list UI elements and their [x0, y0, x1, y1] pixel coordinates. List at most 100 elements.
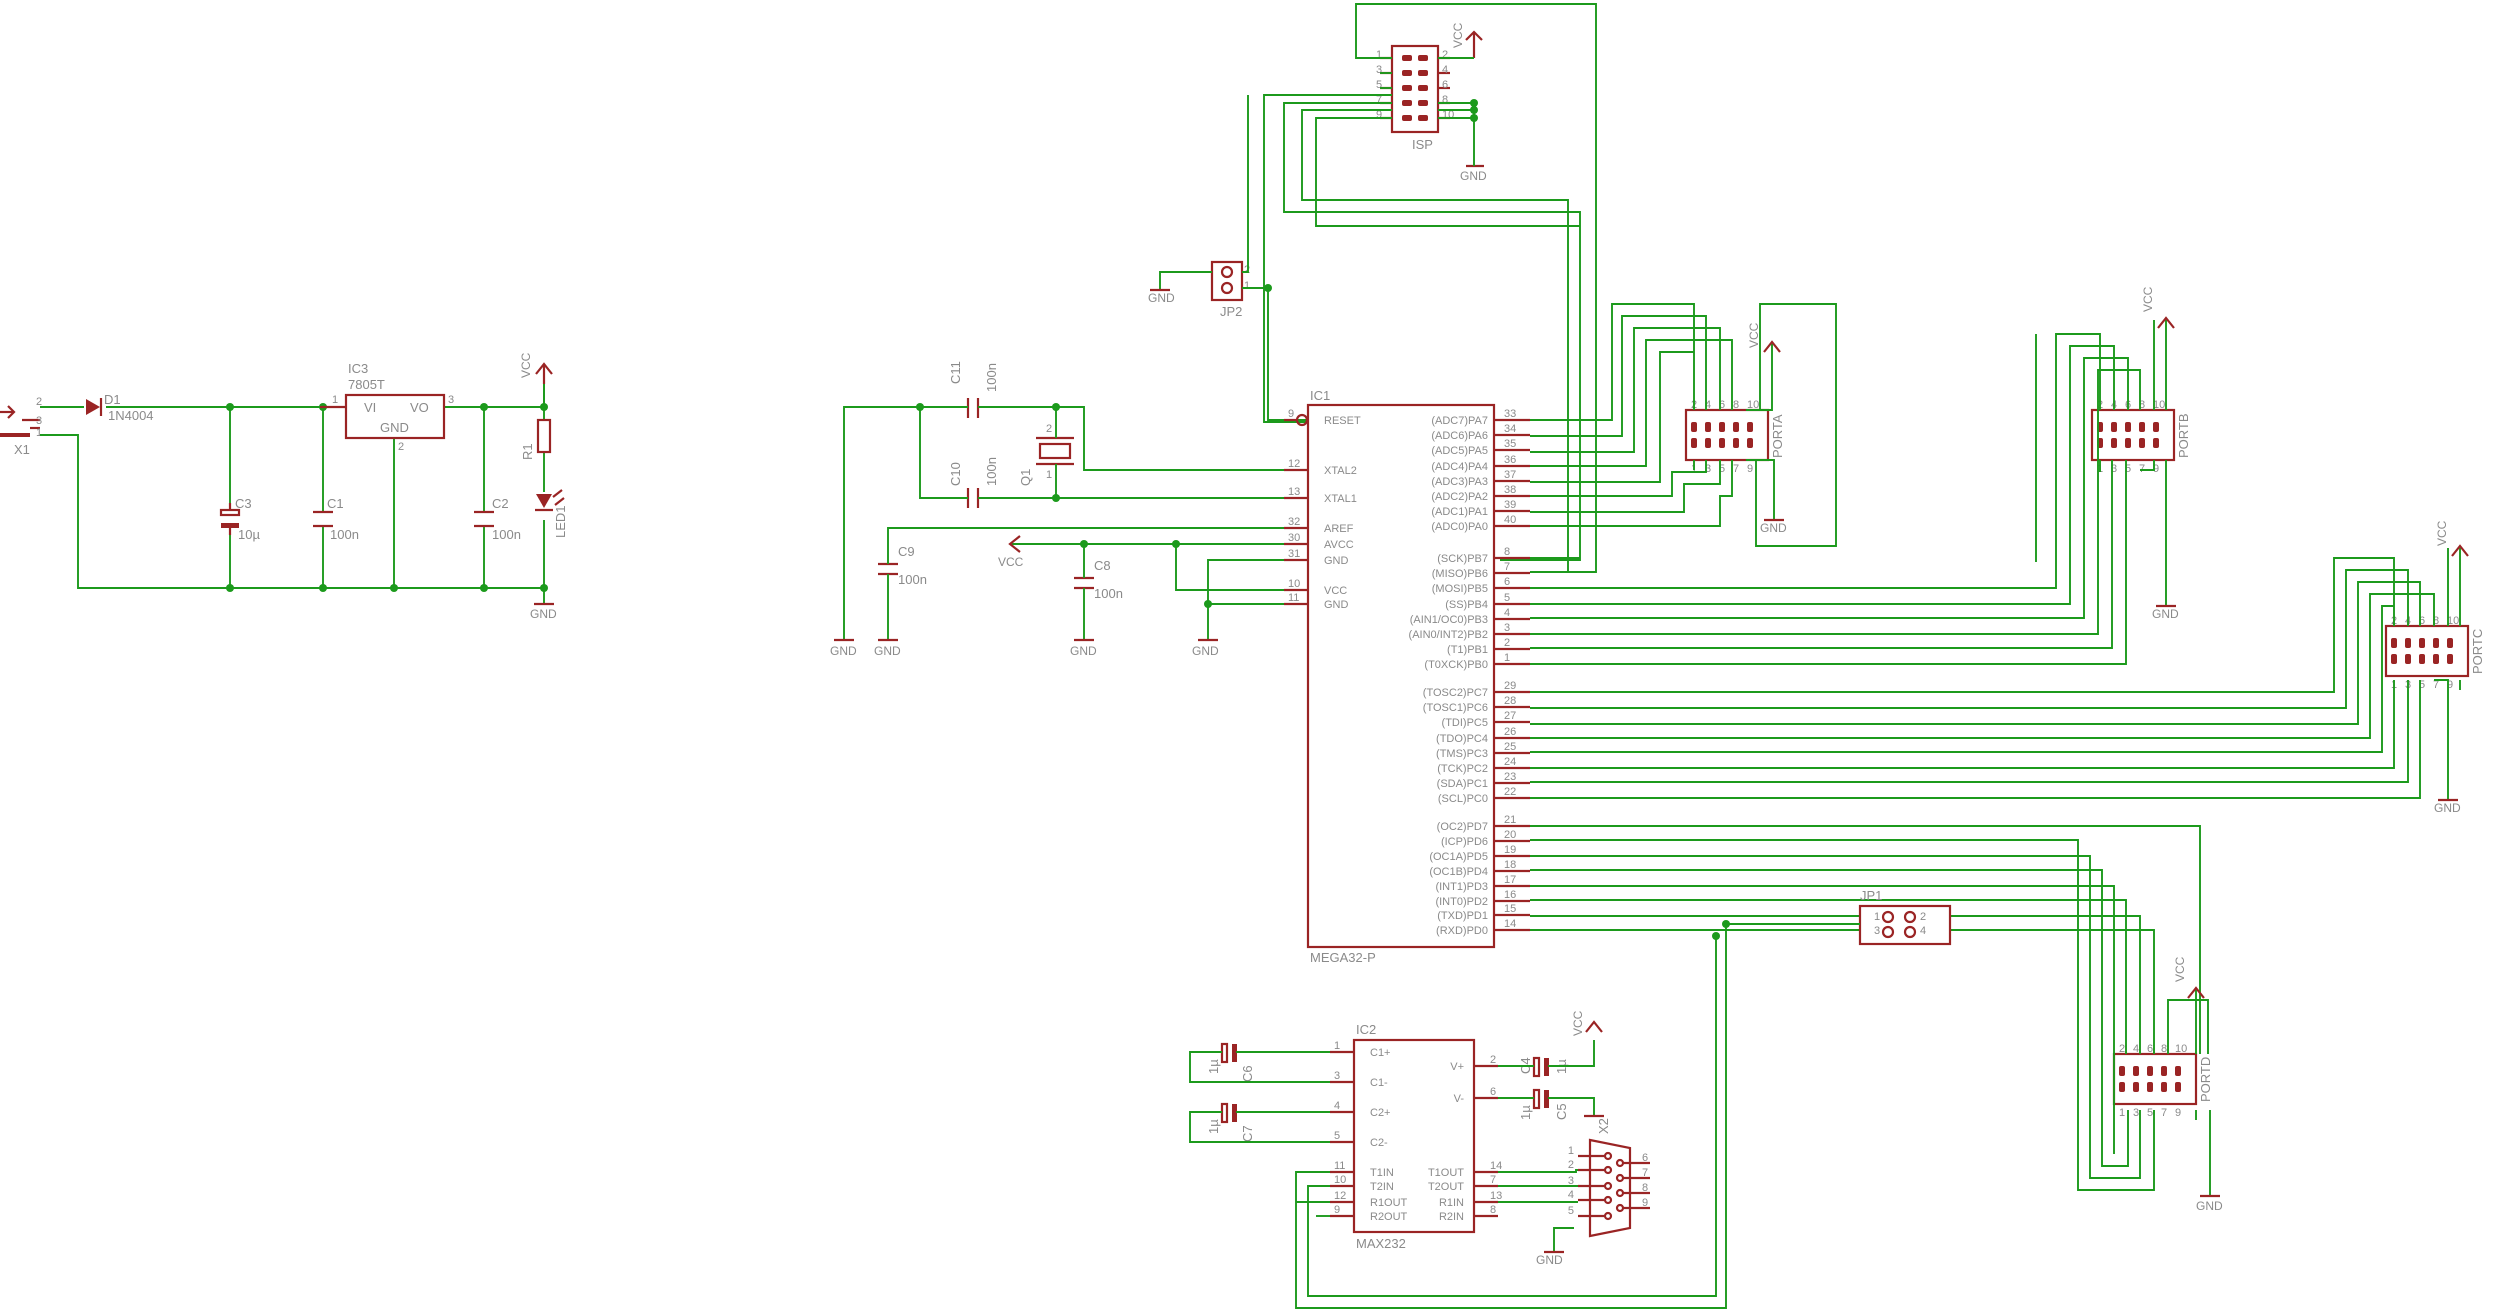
led1-label: LED1	[553, 505, 568, 538]
c6-value: 1µ	[1206, 1059, 1221, 1074]
ic2-left-pin-label: C1+	[1370, 1047, 1391, 1059]
ic1-right-pin-number: 40	[1504, 514, 1516, 526]
c2-capacitor: C2 100n	[474, 496, 521, 542]
jp1-jumper: 1 3 2 4 JP1	[1858, 888, 1952, 946]
c9-label: C9	[898, 544, 915, 559]
ic1-left-pin-label: AREF	[1324, 523, 1354, 535]
ic2-label: IC2	[1356, 1022, 1376, 1037]
ic1-left-pin-label: XTAL1	[1324, 493, 1357, 505]
header-top-pin-number: 10	[2447, 615, 2459, 627]
ic1-right-pin-label: (MISO)PB6	[1432, 568, 1488, 580]
d1-diode: D1 1N4004	[86, 392, 154, 423]
ic2-left-pin-label: C2+	[1370, 1107, 1391, 1119]
power-supply: 2 3 1 X1 D1 1N4	[0, 352, 568, 621]
header-pin-pad	[1705, 422, 1711, 432]
header-bottom-pin-number: 5	[1719, 463, 1725, 475]
ic1-value: MEGA32-P	[1310, 950, 1376, 965]
x2-pin-contact	[1615, 1158, 1625, 1168]
jp1-pin-3: 3	[1874, 925, 1880, 937]
isp-pin-3: 3	[1376, 64, 1382, 76]
portb-gnd-label: GND	[2152, 607, 2179, 621]
x2-label: X2	[1596, 1118, 1611, 1134]
c1-capacitor: C1 100n	[313, 496, 359, 542]
header-pin-pad	[1691, 422, 1697, 432]
x2-right-pin-number: 7	[1642, 1167, 1648, 1179]
header-pin-pad	[1747, 438, 1753, 448]
header-top-pin-number: 8	[2139, 399, 2145, 411]
header-pin-pad	[2175, 1082, 2181, 1092]
ic1-right-pin-label: (TMS)PC3	[1436, 748, 1488, 760]
isp-pin-pad	[1418, 70, 1428, 76]
c5-value: 1µ	[1518, 1105, 1533, 1120]
header-pin-pad	[2153, 438, 2159, 448]
c10-label: C10	[948, 462, 963, 486]
ic2-left-pin-label: C2-	[1370, 1137, 1388, 1149]
header-bottom-pin-number: 5	[2419, 679, 2425, 691]
header-pin-pad	[2139, 422, 2145, 432]
isp-pin-pad	[1402, 55, 1412, 61]
header-body	[1684, 408, 1770, 462]
header-pin-pad	[1747, 422, 1753, 432]
ic2-left-pin-number: 10	[1334, 1174, 1346, 1186]
c3-value: 10µ	[238, 527, 260, 542]
header-bottom-pin-number: 9	[2175, 1107, 2181, 1119]
isp-vcc-label: VCC	[1451, 22, 1465, 48]
gnd-c8-label: GND	[1070, 644, 1097, 658]
header-pin-pad	[1733, 422, 1739, 432]
ic1-right-pin-label: (RXD)PD0	[1436, 925, 1488, 937]
header-bottom-pin-number: 7	[2139, 463, 2145, 475]
ic1-right-pin-label: (TCK)PC2	[1437, 763, 1488, 775]
header-top-pin-number: 6	[2147, 1043, 2153, 1055]
header-pin-pad	[2111, 422, 2117, 432]
ic1-left-pin-number: 11	[1288, 592, 1299, 604]
ic1-right-pin-label: (ADC2)PA2	[1431, 491, 1488, 503]
ic1-right-pin-label: (SDA)PC1	[1437, 778, 1488, 790]
ic3-pin-3: 3	[448, 394, 454, 406]
ic1-right-pin-number: 14	[1504, 918, 1516, 930]
ic3-pin-2: 2	[398, 441, 404, 453]
ic1-right-pin-label: (ICP)PD6	[1441, 836, 1488, 848]
ic1-right-pin-label: (TXD)PD1	[1437, 910, 1488, 922]
isp-pin-pad	[1402, 70, 1412, 76]
ic2-left-pin-number: 3	[1334, 1070, 1340, 1082]
header-pin-pad	[2391, 638, 2397, 648]
header-pin-pad	[2147, 1066, 2153, 1076]
header-pin-pad	[2153, 422, 2159, 432]
c11-value: 100n	[984, 363, 999, 392]
ic1-right-pin-number: 39	[1504, 499, 1516, 511]
jp2-jumper: 2 1 JP2	[1210, 260, 1250, 319]
ic1-right-pin-number: 26	[1504, 726, 1516, 738]
ic2-right-pin-label: V+	[1450, 1061, 1464, 1073]
ic1-left-pin-number: 13	[1288, 486, 1300, 498]
ic3-value: 7805T	[348, 377, 385, 392]
header-label: PORTB	[2176, 413, 2191, 458]
header-pin-pad	[2125, 438, 2131, 448]
ic2-left-pin-number: 4	[1334, 1100, 1340, 1112]
isp-pin-1: 1	[1376, 49, 1382, 61]
header-pin-pad	[1705, 438, 1711, 448]
ic2-left-pin-number: 11	[1334, 1160, 1345, 1172]
ic1-right-pin-number: 3	[1504, 622, 1510, 634]
isp-pin-pad	[1402, 115, 1412, 121]
header-top-pin-number: 6	[2419, 615, 2425, 627]
x2-pin-contact	[1615, 1188, 1625, 1198]
header-bottom-pin-number: 7	[2433, 679, 2439, 691]
header-pin-pad	[2139, 438, 2145, 448]
isp-pin-6: 6	[1442, 79, 1448, 91]
portb-wires	[1530, 320, 2167, 665]
ic2-left-pin-number: 9	[1334, 1204, 1340, 1216]
ic1-left-pin-label: GND	[1324, 555, 1349, 567]
c3-capacitor: C3 10µ	[219, 496, 260, 542]
ic2-left-pin-label: T1IN	[1370, 1167, 1394, 1179]
ic1-right-pin-label: (MOSI)PB5	[1432, 583, 1488, 595]
ic2-vcc-label: VCC	[1571, 1010, 1585, 1036]
ic1-left-pin-label: AVCC	[1324, 539, 1354, 551]
ic1-right-pin-number: 36	[1504, 454, 1516, 466]
q1-pin-2: 2	[1046, 423, 1052, 435]
c1-value: 100n	[330, 527, 359, 542]
header-pin-pad	[2161, 1082, 2167, 1092]
ic1-right-pin-label: (ADC0)PA0	[1431, 521, 1488, 533]
x1-connector: 2 3 1 X1	[0, 396, 42, 457]
c10-value: 100n	[984, 457, 999, 486]
